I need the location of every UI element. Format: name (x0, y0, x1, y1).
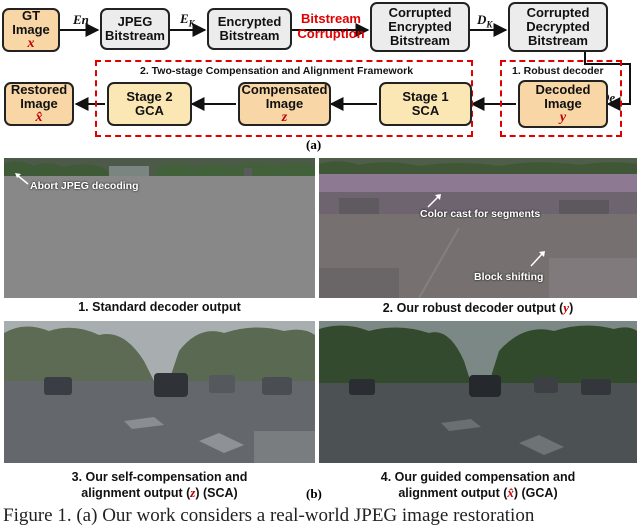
bitstream-corruption-label: Bitstream Corruption (296, 11, 366, 41)
node-label: Compensated (241, 82, 328, 97)
panel1-caption: 1. Standard decoder output (78, 300, 241, 314)
node-label: GT (21, 8, 41, 23)
diagram-arrows (60, 23, 631, 111)
edge-label-text: E (180, 11, 189, 26)
node-label: Decrypted (526, 19, 590, 34)
two-stage-framework-title: 2. Two-stage Compensation and Alignment … (140, 65, 414, 77)
node-label: Stage 1 (402, 89, 449, 104)
robust-decoder-title: 1. Robust decoder (512, 65, 604, 77)
node-label: Corrupted (526, 5, 590, 20)
node-label: Image (544, 96, 582, 111)
robust-decoder-box (500, 60, 622, 137)
node-label: Bitstream (219, 28, 280, 43)
encrypted-bitstream-node: Encrypted Bitstream (207, 8, 292, 50)
node-label: Corrupted (388, 5, 452, 20)
abort-annotation-arrow (15, 173, 29, 185)
caption-variable: z (190, 485, 196, 500)
corruption-label-line: Corruption (297, 26, 365, 41)
part-a-label: (a) (306, 137, 322, 152)
caption-variable: x̂ (507, 485, 514, 500)
edge-label-subscript: K (188, 18, 195, 29)
caption-text: ) (569, 301, 574, 315)
block-shifting-arrow (530, 251, 545, 267)
part-b-label: (b) (306, 486, 322, 501)
corrupted-encrypted-bitstream-node: Corrupted Encrypted Bitstream (370, 2, 470, 52)
block-shifting-annotation: Block shifting (474, 271, 544, 283)
compensated-image-node: Compensated Image z (238, 82, 331, 126)
color-cast-annotation: Color cast for segments (420, 208, 541, 220)
node-variable: y (559, 110, 567, 125)
color-cast-arrow (427, 194, 441, 208)
sca-output-image (4, 321, 315, 463)
caption-line: 4. Our guided compensation and (380, 470, 576, 484)
edge-label-en: En (73, 12, 89, 27)
panel4-caption: 4. Our guided compensation and alignment… (319, 470, 637, 501)
node-label: Image (12, 22, 50, 37)
gca-output-image (319, 321, 637, 463)
caption-text: 2. Our robust decoder output ( (382, 301, 564, 315)
gt-image-node: GT Image x (2, 8, 60, 52)
node-label: Restored (10, 82, 68, 97)
node-variable: x (27, 36, 35, 51)
node-label: Image (20, 96, 58, 111)
decoded-image-node: Decoded Image y (518, 80, 608, 128)
standard-decoder-output-image (4, 158, 315, 298)
stage2-gca-node: Stage 2 GCA (107, 82, 192, 126)
node-label: Decoded (535, 82, 591, 97)
node-label: Bitstream (390, 33, 450, 48)
jpeg-bitstream-node: JPEG Bitstream (100, 8, 170, 50)
node-variable: z (281, 110, 288, 125)
node-variable: x̂ (35, 110, 43, 125)
caption-line: alignment output (z) (SCA) (4, 485, 315, 501)
caption-line: 3. Our self-compensation and (71, 470, 248, 484)
caption-text: alignment output ( (398, 486, 508, 500)
node-label: Bitstream (528, 33, 588, 48)
edge-label-text: D (477, 12, 487, 27)
edge-label-dk: DK (477, 12, 492, 30)
corrupted-decrypted-bitstream-node: Corrupted Decrypted Bitstream (508, 2, 608, 52)
edge-label-ek: EK (180, 11, 195, 29)
node-label: Encrypted (217, 14, 282, 29)
node-label: GCA (135, 103, 164, 118)
node-label: Image (265, 96, 304, 111)
panel2-caption: 2. Our robust decoder output (y) (319, 300, 637, 316)
caption-text: ) (SCA) (195, 486, 238, 500)
caption-text: alignment output ( (81, 486, 191, 500)
node-label: SCA (411, 103, 440, 118)
robust-decoder-output-image (319, 158, 637, 298)
node-label: JPEG (117, 14, 153, 29)
arrow-decrypted-to-decoded (584, 50, 631, 111)
node-label: Encrypted (388, 19, 452, 34)
restored-image-node: Restored Image x̂ (4, 82, 74, 126)
node-label: Stage 2 (126, 89, 173, 104)
stage1-sca-node: Stage 1 SCA (379, 82, 472, 126)
two-stage-framework-box (95, 60, 473, 137)
edge-label-subscript: K (486, 19, 493, 30)
abort-decoding-annotation: Abort JPEG decoding (30, 180, 139, 192)
caption-text: ) (GCA) (513, 486, 558, 500)
caption-line: alignment output (x̂) (GCA) (319, 485, 637, 501)
panel3-caption: 3. Our self-compensation and alignment o… (4, 470, 315, 501)
node-label: Bitstream (105, 28, 165, 43)
corruption-label-line: Bitstream (301, 11, 361, 26)
caption-variable: y (563, 300, 570, 315)
figure-caption: Figure 1. (a) Our work considers a real-… (3, 505, 535, 526)
